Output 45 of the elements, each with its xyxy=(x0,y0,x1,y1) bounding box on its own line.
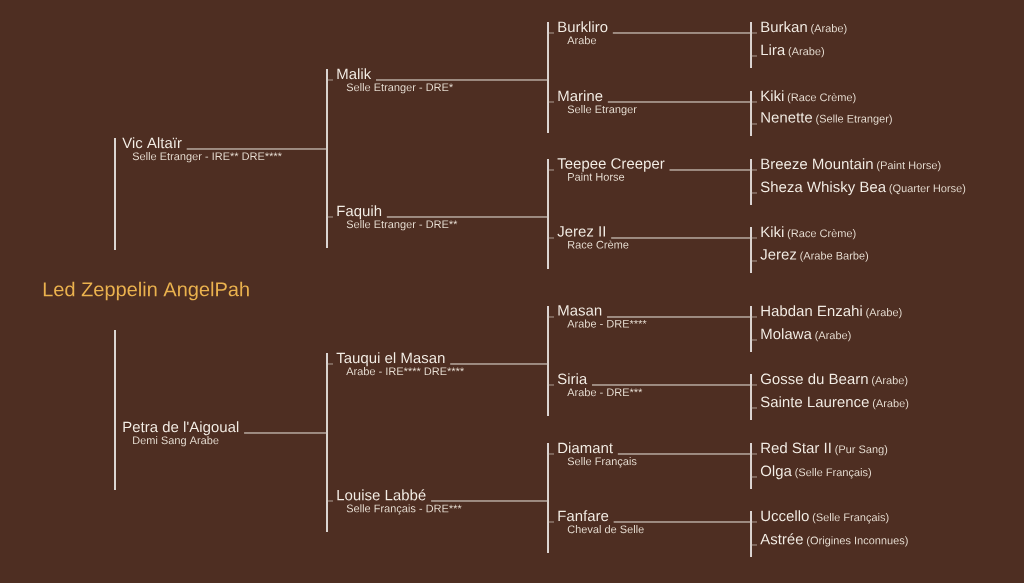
horse-name: Tauqui el Masan Arabe - IRE**** DRE**** xyxy=(336,352,464,376)
horse-name: Vic Altaïr Selle Etranger - IRE** DRE**** xyxy=(122,137,282,163)
horse-name: Kiki (Race Crème) xyxy=(761,90,856,104)
connector-line xyxy=(186,148,334,218)
horse-name: Molawa (Arabe) xyxy=(761,328,851,342)
horse-name: Olga (Selle Français) xyxy=(760,465,871,480)
horse-name: Masan Arabe - DRE**** xyxy=(558,305,647,328)
connector-line xyxy=(669,169,758,194)
horse-name: Burkan (Arabe) xyxy=(761,21,847,35)
horse-name: Louise Labbé Selle Français - DRE*** xyxy=(337,489,462,515)
connector-line xyxy=(591,384,758,409)
horse-name: Gosse du Bearn (Arabe) xyxy=(760,373,908,387)
horse-name: Habdan Enzahi (Arabe) xyxy=(761,305,902,319)
connector-line xyxy=(617,453,758,478)
horse-name: Nenette (Selle Etranger) xyxy=(761,112,892,125)
connector-line xyxy=(375,79,555,103)
horse-name: Faquih Selle Etranger - DRE** xyxy=(337,205,458,231)
horse-name: Diamant Selle Français xyxy=(558,442,637,468)
horse-name: Teepee Creeper Paint Horse xyxy=(557,158,665,181)
connector-line xyxy=(606,316,758,341)
connector-line xyxy=(610,237,758,262)
horse-name: Petra de l'Aigoual Demi Sang Arabe xyxy=(123,421,239,447)
horse-name: Sainte Laurence (Arabe) xyxy=(760,396,909,410)
connector-line xyxy=(607,101,758,125)
horse-name: Red Star II (Pur Sang) xyxy=(761,442,888,456)
horse-name: Burkliro Arabe xyxy=(558,21,608,45)
horse-name: Jerez (Arabe Barbe) xyxy=(760,249,869,262)
horse-name: Astrée (Origines Inconnues) xyxy=(760,533,908,547)
horse-name: Uccello (Selle Français) xyxy=(761,510,889,524)
horse-name: Lira (Arabe) xyxy=(761,44,824,58)
horse-name: Siria Arabe - DRE*** xyxy=(557,373,643,397)
connector-line xyxy=(612,32,758,57)
horse-name: Kiki (Race Crème) xyxy=(761,226,856,240)
horse-name: Fanfare Cheval de Selle xyxy=(558,510,644,534)
connector-line xyxy=(613,521,758,546)
horse-name: Breeze Mountain (Paint Horse) xyxy=(761,158,941,172)
connector-line xyxy=(243,432,334,502)
horse-name: Malik Selle Etranger - DRE* xyxy=(337,68,453,94)
connector-line xyxy=(449,363,555,386)
horse-name: Marine Selle Etranger xyxy=(558,90,637,116)
horse-name-heading: Led Zeppelin AngelPah xyxy=(43,281,249,301)
connector-line xyxy=(386,216,555,239)
horse-name: Jerez II Race Crème xyxy=(557,226,629,249)
horse-name: Sheza Whisky Bea (Quarter Horse) xyxy=(760,181,966,196)
connector-line xyxy=(430,500,555,523)
